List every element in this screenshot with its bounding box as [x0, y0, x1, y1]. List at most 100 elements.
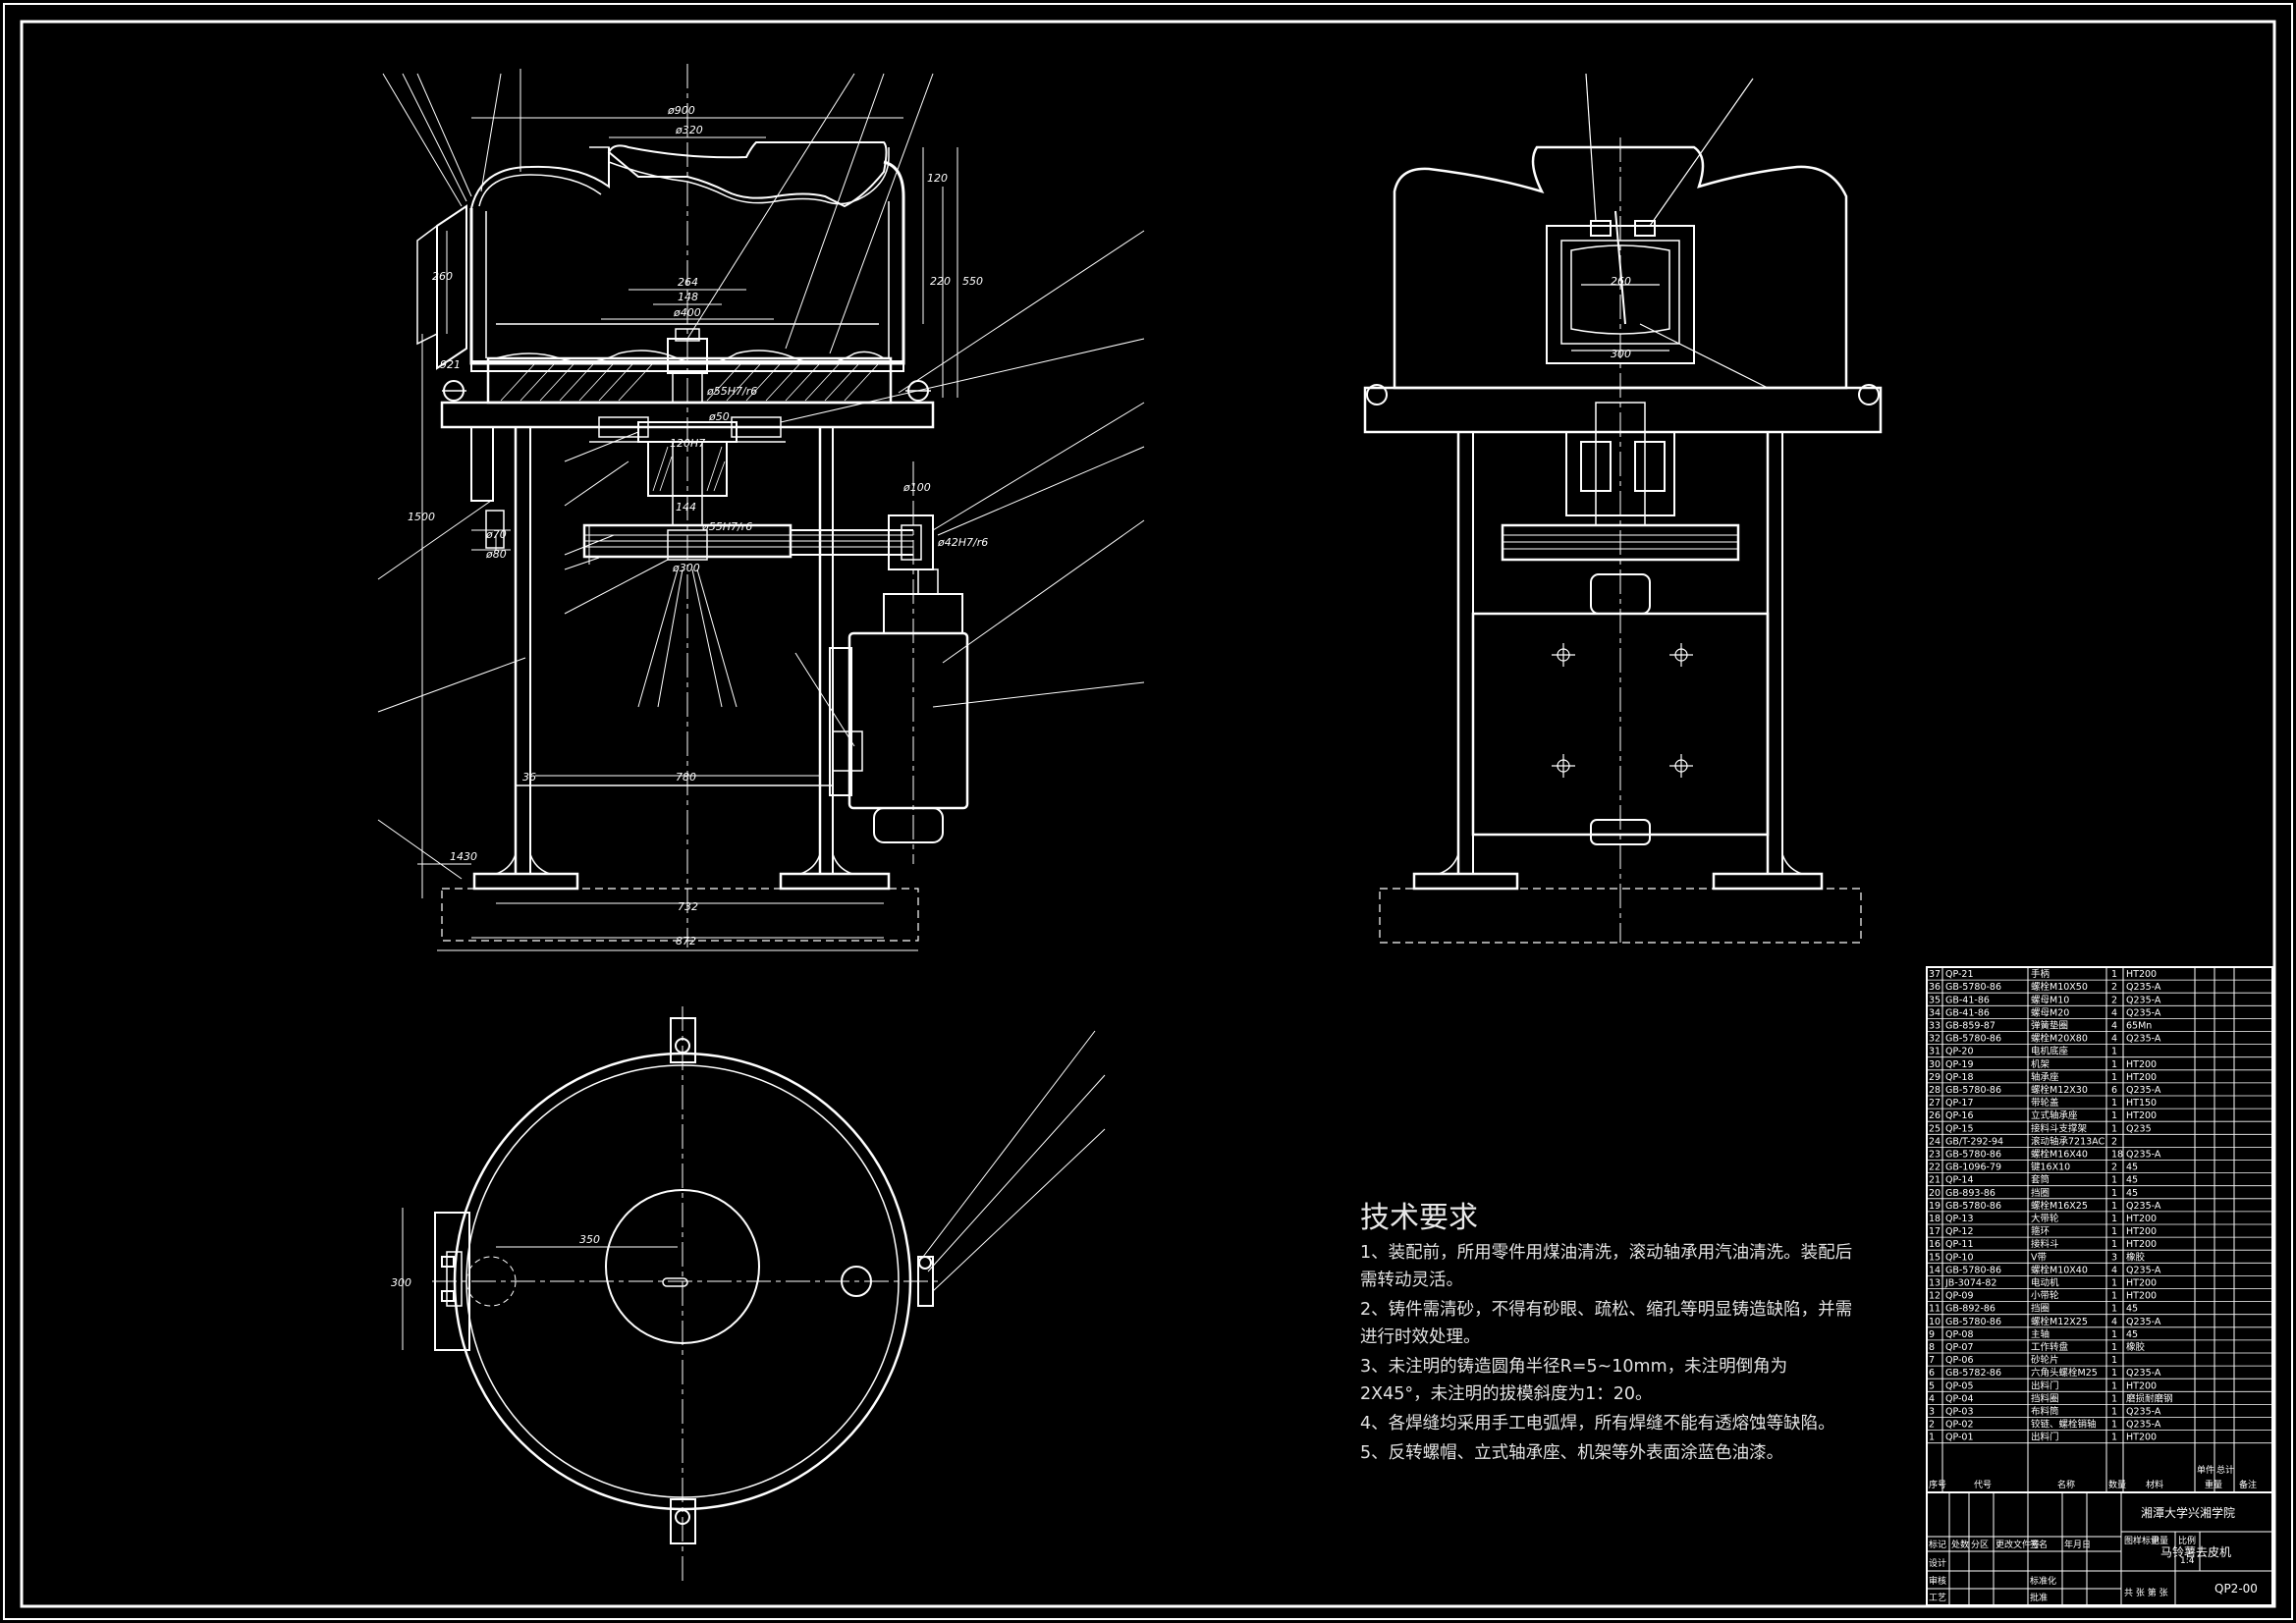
bom-cell: GB-41-86	[1945, 1007, 1990, 1018]
bom-cell: QP-10	[1945, 1252, 1974, 1263]
bom-cell: 18	[2111, 1150, 2123, 1161]
tb-drawing-name: 马铃薯去皮机	[2160, 1544, 2231, 1559]
bom-cell: 45	[2126, 1188, 2138, 1199]
tech-req-line: 进行时效处理。	[1360, 1327, 1481, 1347]
bom-cell: QP-04	[1945, 1393, 1974, 1404]
bom-cell: Q235-A	[2126, 1085, 2161, 1096]
tb-stage-label: 图样标记	[2124, 1535, 2159, 1546]
bom-cell: 27	[1929, 1098, 1941, 1109]
bom-cell: 1	[2111, 1407, 2117, 1418]
bom-cell: HT200	[2126, 1380, 2157, 1391]
bom-cell: 箍环	[2031, 1225, 2050, 1237]
dim-front-24: 732	[678, 900, 698, 913]
bom-cell: GB-893-86	[1945, 1188, 1995, 1199]
bom-cell: 螺栓M16X40	[2031, 1149, 2088, 1161]
tb-row-5: 年月日	[2064, 1539, 2091, 1550]
front-view	[416, 64, 969, 947]
bom-cell: 螺母M10	[2031, 995, 2069, 1005]
bom-cell: 1	[2111, 1175, 2117, 1186]
bom-cell: 12	[1929, 1291, 1941, 1302]
bom-cell: GB-41-86	[1945, 995, 1990, 1005]
bom-cell: 大带轮	[2031, 1213, 2059, 1224]
bom-cell: 9	[1929, 1329, 1935, 1340]
bom-cell: 16	[1929, 1239, 1941, 1250]
bom-cell: QP-14	[1945, 1175, 1974, 1186]
bom-cell: 接料斗支撑架	[2031, 1122, 2088, 1134]
bom-cell: Q235-A	[2126, 1150, 2161, 1161]
bom-cell: HT200	[2126, 1278, 2157, 1289]
tb-role-0: 设计	[1929, 1557, 1946, 1569]
bom-cell: 挡圈	[2031, 1187, 2050, 1199]
bom-cell: GB-5780-86	[1945, 1317, 2001, 1327]
bom-cell: 立式轴承座	[2031, 1109, 2078, 1121]
bom-cell: 34	[1929, 1007, 1941, 1018]
bom-cell: 1	[2111, 1047, 2117, 1057]
bom-cell: HT200	[2126, 1072, 2157, 1083]
bom-cell: 45	[2126, 1304, 2138, 1315]
tb-row-3: 更改文件号	[1995, 1539, 2040, 1550]
bom-cell: GB/T-292-94	[1945, 1136, 2003, 1147]
tb-row-0: 标记	[1929, 1539, 1946, 1550]
bom-cell: 2	[2111, 995, 2117, 1005]
bom-cell: 4	[2111, 1021, 2117, 1032]
bom-cell: HT200	[2126, 969, 2157, 980]
bom-cell: 1	[2111, 1329, 2117, 1340]
bom-cell: GB-5780-86	[1945, 1150, 2001, 1161]
bom-cell: 36	[1929, 982, 1941, 993]
bom-cell: 螺栓M12X25	[2031, 1316, 2088, 1327]
bom-cell: 21	[1929, 1175, 1941, 1186]
bom-cell: 45	[2126, 1175, 2138, 1186]
dim-front-13: 120	[927, 172, 948, 185]
bom-head-8: 备注	[2239, 1479, 2257, 1490]
bom-cell: HT200	[2126, 1214, 2157, 1224]
bom-cell: 布料筒	[2031, 1406, 2059, 1418]
tech-req-line: 4、各焊缝均采用手工电弧焊，所有焊缝不能有透熔蚀等缺陷。	[1360, 1414, 1835, 1434]
bom-cell: 磨损耐磨钢	[2126, 1392, 2173, 1404]
bom-cell: 1	[2111, 1304, 2117, 1315]
bom-cell: QP-05	[1945, 1380, 1974, 1391]
bom-cell: 31	[1929, 1047, 1941, 1057]
title-block-grid	[1927, 1492, 2272, 1605]
tb-scale-label: 比例	[2178, 1535, 2196, 1546]
bom-cell: 套筒	[2031, 1174, 2050, 1186]
bom-cell: 18	[1929, 1214, 1941, 1224]
dim-front-20: ø80	[485, 548, 507, 561]
bom-cell: 1	[2111, 1342, 2117, 1353]
dim-front-17: 921	[440, 358, 461, 371]
bom-cell: 1	[1929, 1433, 1935, 1443]
bom-cell: 15	[1929, 1252, 1941, 1263]
bom-cell: 挡圈	[2031, 1303, 2050, 1315]
bom-cell: 45	[2126, 1163, 2138, 1173]
bom-cell: QP-01	[1945, 1433, 1974, 1443]
dim-plan-1: 300	[391, 1276, 411, 1289]
dim-side-0: 260	[1611, 275, 1631, 288]
tb-role-3: 标准化	[2030, 1575, 2056, 1587]
bom-cell: 机架	[2031, 1058, 2050, 1070]
bom-cell: 1	[2111, 1214, 2117, 1224]
dim-front-19: ø70	[485, 528, 507, 541]
dim-front-2: 264	[678, 276, 698, 289]
tb-row-4: 签名	[2030, 1539, 2048, 1550]
bom-cell: 螺栓M10X40	[2031, 1264, 2088, 1275]
bom-cell: 30	[1929, 1059, 1941, 1070]
bom-cell: 2	[2111, 982, 2117, 993]
bom-cell: 19	[1929, 1201, 1941, 1212]
bom-cell: 1	[2111, 1072, 2117, 1083]
tb-school: 湘潭大学兴湘学院	[2141, 1505, 2235, 1520]
bom-cell: QP-08	[1945, 1329, 1974, 1340]
tech-req-title: 技术要求	[1360, 1201, 1478, 1235]
bom-cell: 1	[2111, 969, 2117, 980]
dim-front-7: 120H7	[670, 437, 705, 450]
bom-cell: 33	[1929, 1021, 1941, 1032]
bom-cell: HT150	[2126, 1098, 2157, 1109]
tb-row-1: 处数	[1951, 1539, 1969, 1550]
dim-front-23: 1430	[450, 850, 477, 863]
bom-cell: GB-5780-86	[1945, 982, 2001, 993]
bom-cell: 35	[1929, 995, 1941, 1005]
bom-cell: QP-03	[1945, 1407, 1974, 1418]
dim-front-1: ø320	[675, 124, 703, 136]
bom-cell: 1	[2111, 1355, 2117, 1366]
bom-cell: V带	[2031, 1252, 2047, 1263]
bom-cell: 挡料圈	[2031, 1392, 2059, 1404]
bom-cell: 14	[1929, 1265, 1941, 1275]
